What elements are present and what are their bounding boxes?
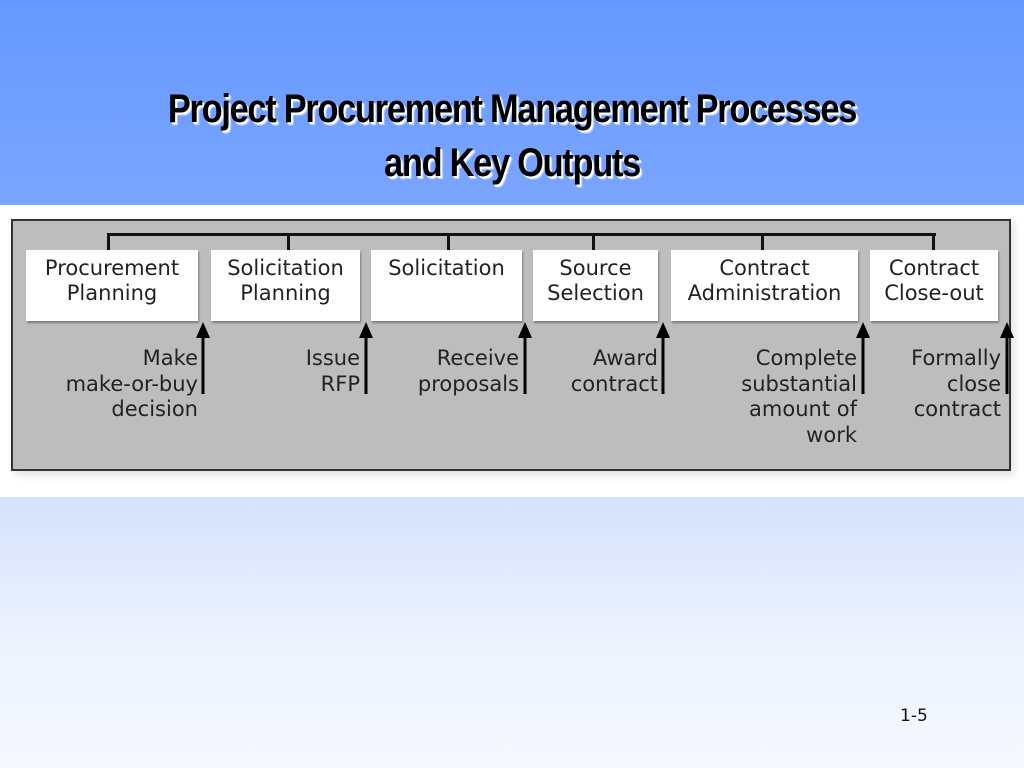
output-label-award-contract: Award contract [570, 346, 658, 396]
connector-tick [592, 233, 595, 251]
arrow-up-icon [1000, 322, 1014, 394]
connector-line [107, 233, 936, 236]
connector-tick [107, 233, 110, 251]
output-label-formally-close: Formally close contract [911, 346, 1001, 421]
process-box-contract-close-out: Contract Close-out [870, 250, 998, 321]
arrow-up-icon [856, 322, 870, 394]
process-box-solicitation: Solicitation [371, 250, 522, 321]
page-number: 1-5 [900, 706, 928, 726]
connector-tick [447, 233, 450, 251]
output-label-make-or-buy: Make make-or-buy decision [65, 346, 198, 421]
slide-title-line-2: and Key Outputs [384, 141, 641, 185]
process-box-contract-administration: Contract Administration [671, 250, 858, 321]
process-box-procurement-planning: Procurement Planning [26, 250, 198, 321]
connector-tick [761, 233, 764, 251]
process-box-solicitation-planning: Solicitation Planning [211, 250, 360, 321]
arrow-up-icon [518, 322, 532, 394]
output-label-complete-work: Complete substantial amount of work [741, 346, 857, 447]
output-label-receive-proposals: Receive proposals [417, 346, 519, 396]
slide-title: Project Procurement Management Processes… [72, 82, 953, 190]
connector-tick [287, 233, 290, 251]
arrow-up-icon [656, 322, 670, 394]
connector-tick [932, 233, 935, 251]
process-box-source-selection: Source Selection [533, 250, 658, 321]
arrow-up-icon [196, 322, 210, 394]
output-label-issue-rfp: Issue RFP [305, 346, 360, 396]
arrow-up-icon [359, 322, 373, 394]
diagram-panel: Procurement Planning Solicitation Planni… [0, 205, 1024, 497]
slide-title-line-1: Project Procurement Management Processes [167, 87, 858, 131]
